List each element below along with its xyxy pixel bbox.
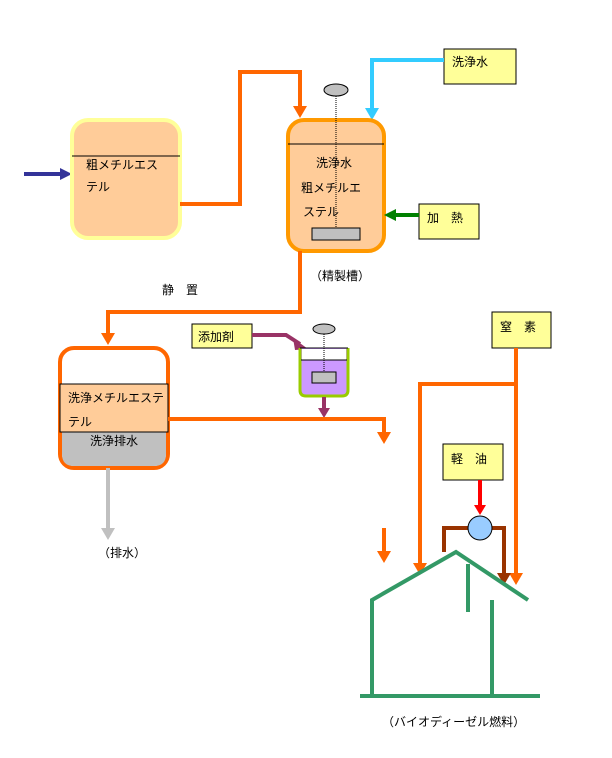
drain-label: （排水） [98, 546, 146, 560]
wash-water-label: 洗浄水 [452, 55, 488, 69]
feed-arrow [24, 168, 72, 180]
separation-tank: 洗浄メチルエステ テル 洗浄排水 [58, 346, 170, 470]
heat-box [418, 203, 480, 240]
heat-label: 加 熱 [427, 211, 463, 225]
settle-label: 静 置 [162, 283, 198, 297]
additive-mixing-tank [298, 323, 350, 418]
additive-stirrer-motor-icon [312, 323, 336, 335]
additive-label: 添加剤 [198, 329, 234, 344]
drain-arrow: （排水） [98, 468, 146, 560]
product-storage [360, 549, 540, 698]
nitrogen-box [491, 311, 552, 349]
nitrogen-label: 窒 素 [500, 319, 536, 334]
stirrer-blade-icon [311, 227, 361, 241]
crude-tank-text-2: テル [86, 180, 110, 194]
pipe-crude-to-refine [180, 70, 307, 206]
pipe-refine-to-separation [101, 251, 302, 345]
flow-arrow-down [377, 528, 391, 563]
gas-oil-box [442, 443, 504, 481]
wash-water-box [443, 48, 517, 85]
gas-oil-label: 軽 油 [451, 452, 487, 466]
additive-input: 添加剤 [191, 323, 308, 350]
refine-tank-text-3: ステル [303, 205, 339, 219]
separation-ester-text-1: 洗浄メチルエステ [68, 391, 164, 405]
wash-water-inlet: 洗浄水 [365, 48, 517, 120]
additive-stirrer-blade-icon [311, 371, 337, 384]
product-label: （バイオディーゼル燃料） [382, 714, 525, 729]
refine-tank-text-2: 粗メチルエ [301, 181, 361, 195]
crude-ester-tank: 粗メチルエス テル [70, 118, 182, 240]
refine-tank: 洗浄水 粗メチルエ ステル （精製槽） [286, 83, 386, 283]
pipe-ester-out [168, 417, 391, 444]
heat-input: 加 熱 [384, 203, 480, 240]
pump-icon [467, 515, 493, 541]
refine-tank-text-1: 洗浄水 [316, 156, 352, 170]
separation-wastewater-text: 洗浄排水 [90, 434, 138, 448]
nitrogen-input: 窒 素 [413, 311, 552, 585]
stirrer-motor-icon [323, 83, 349, 97]
separation-ester-text-2: テル [68, 415, 92, 429]
refine-tank-caption: （精製槽） [310, 269, 370, 283]
gas-oil-input: 軽 油 [442, 443, 511, 585]
additive-box [191, 323, 253, 349]
crude-tank-text-1: 粗メチルエス [86, 158, 158, 172]
